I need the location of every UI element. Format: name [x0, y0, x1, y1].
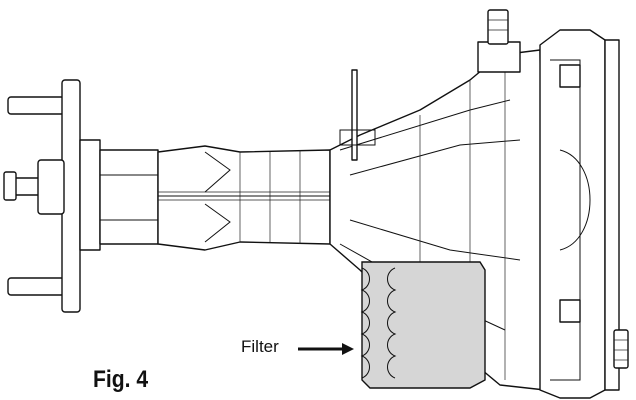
side-plate [539, 29, 629, 399]
hub-flange [37, 79, 159, 313]
figure-caption: Fig. 4 [93, 366, 149, 393]
filter-callout-arrow [298, 343, 354, 355]
transmission-case [329, 9, 546, 391]
filter-cartridge [360, 261, 486, 389]
filter-label: Filter [241, 337, 279, 356]
